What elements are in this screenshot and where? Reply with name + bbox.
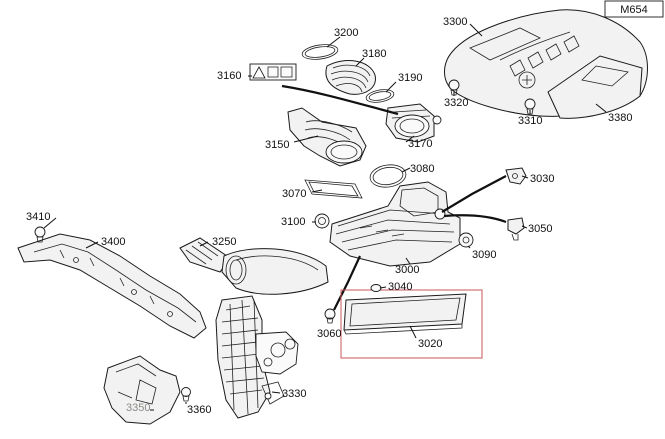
- label-3070[interactable]: 3070: [282, 188, 306, 200]
- label-3190[interactable]: 3190: [398, 72, 422, 84]
- part-labels: 3200 3180 3160 3190 3150 3170 3080 3070 …: [26, 16, 632, 416]
- warning-icon: [252, 66, 266, 79]
- gasket-3070[interactable]: [304, 179, 363, 199]
- heat-shield-3330[interactable]: [215, 295, 299, 419]
- label-3350[interactable]: 3350: [126, 402, 150, 414]
- grommet-3360[interactable]: [181, 387, 191, 402]
- label-3020[interactable]: 3020: [418, 338, 442, 350]
- intake-duct-3170[interactable]: [385, 103, 442, 143]
- label-3170[interactable]: 3170: [408, 138, 432, 150]
- label-3080[interactable]: 3080: [410, 163, 434, 175]
- label-3330[interactable]: 3330: [282, 388, 306, 400]
- grommet-3410[interactable]: [34, 226, 46, 243]
- label-3360[interactable]: 3360: [187, 404, 211, 416]
- warning-label-3160[interactable]: [249, 63, 297, 81]
- grommet-3320[interactable]: [448, 79, 460, 96]
- label-3040[interactable]: 3040: [388, 281, 412, 293]
- brace-3400[interactable]: [17, 233, 207, 339]
- label-3180[interactable]: 3180: [362, 48, 386, 60]
- clip-3050[interactable]: [507, 217, 525, 241]
- label-3300[interactable]: 3300: [443, 16, 467, 28]
- label-3000[interactable]: 3000: [395, 264, 419, 276]
- filter-element-3020[interactable]: [343, 293, 467, 335]
- label-3090[interactable]: 3090: [472, 249, 496, 261]
- label-3310[interactable]: 3310: [518, 115, 542, 127]
- label-3320[interactable]: 3320: [444, 97, 468, 109]
- bracket-3350[interactable]: [103, 355, 181, 425]
- highlight-box: [340, 289, 483, 359]
- label-3060[interactable]: 3060: [317, 328, 341, 340]
- bellows-hose-3180[interactable]: [325, 59, 376, 95]
- clamp-3190[interactable]: [365, 88, 395, 105]
- sensor-3090[interactable]: [458, 232, 474, 248]
- label-3160[interactable]: 3160: [217, 70, 241, 82]
- seal-3040[interactable]: [370, 284, 382, 292]
- model-code: M654: [620, 4, 648, 16]
- label-3150[interactable]: 3150: [265, 139, 289, 151]
- label-3200[interactable]: 3200: [334, 27, 358, 39]
- label-3400[interactable]: 3400: [101, 236, 125, 248]
- intake-hose-3250[interactable]: [179, 237, 329, 295]
- intake-duct-3150[interactable]: [287, 107, 367, 167]
- engine-cover-panel[interactable]: [547, 55, 643, 119]
- grommet-3060[interactable]: [324, 308, 336, 324]
- seal-3080[interactable]: [369, 163, 408, 190]
- label-3100[interactable]: 3100: [281, 216, 305, 228]
- grommet-3310[interactable]: [524, 98, 536, 115]
- leader-lines: [43, 23, 607, 411]
- sensor-3030[interactable]: [505, 167, 527, 185]
- label-3030[interactable]: 3030: [530, 173, 554, 185]
- label-3250[interactable]: 3250: [212, 236, 236, 248]
- air-filter-housing-3000[interactable]: [329, 181, 461, 267]
- clamp-3200[interactable]: [301, 43, 339, 62]
- grommet-3100[interactable]: [314, 213, 330, 229]
- label-3050[interactable]: 3050: [528, 223, 552, 235]
- label-3380[interactable]: 3380: [608, 112, 632, 124]
- model-tag: M654: [604, 0, 664, 18]
- label-3410[interactable]: 3410: [26, 211, 50, 223]
